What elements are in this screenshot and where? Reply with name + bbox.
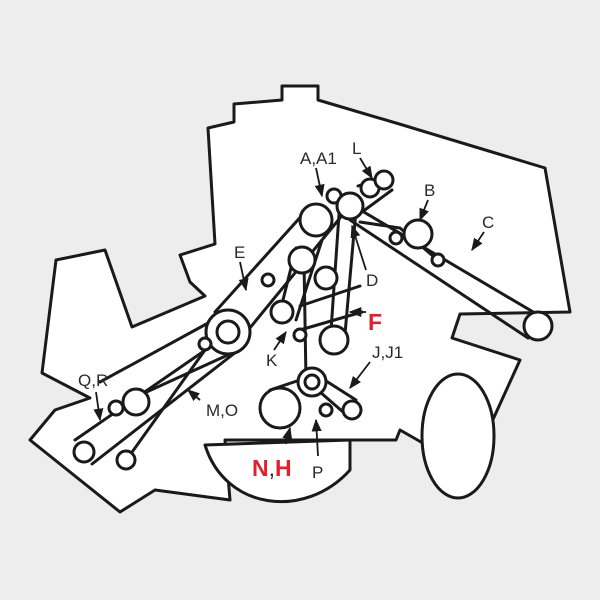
label-j-j1: J,J1	[372, 343, 403, 362]
belt-m-lower	[138, 352, 232, 397]
belt-q-upper	[73, 338, 222, 442]
leader-k	[273, 330, 287, 351]
pulley-e-right	[313, 265, 339, 291]
pulley-l-b	[373, 169, 395, 191]
belt-vertical-left	[302, 260, 308, 382]
label-h: H	[275, 455, 292, 481]
leader-n-h	[282, 426, 293, 445]
pulley-n	[258, 386, 302, 430]
pulleys	[72, 169, 554, 471]
label-a-a1: A,A1	[300, 149, 337, 168]
pulley-f	[318, 324, 350, 356]
pulley-r	[121, 387, 151, 417]
pulley-k	[269, 299, 295, 325]
pulley-c	[522, 310, 554, 342]
leader-d	[350, 224, 367, 271]
label-e: E	[234, 243, 245, 262]
pulley-j-hub	[303, 373, 321, 391]
label-k: K	[266, 351, 278, 370]
leader-p	[311, 418, 322, 457]
leader-lines	[93, 157, 485, 457]
label-m-o: M,O	[206, 401, 238, 420]
pulley-b	[402, 218, 434, 250]
belt-l-lower	[360, 188, 394, 214]
pulley-q	[107, 399, 125, 417]
part-labels: A,A1 L B C E D F K J,J1 Q,R M,O N,H P	[78, 139, 494, 482]
belt-m-short	[123, 348, 207, 464]
pulley-a	[298, 202, 334, 238]
rear-wheel	[420, 372, 496, 500]
label-l: L	[352, 139, 361, 158]
belt-main-lower	[238, 216, 342, 342]
pulley-e-small	[260, 272, 276, 288]
belt-main-upper	[213, 210, 307, 314]
pulley-d-top	[335, 191, 365, 221]
leader-m-o	[187, 389, 201, 402]
belt-m-upper	[98, 320, 212, 384]
leader-e	[238, 261, 249, 292]
label-f: F	[368, 309, 382, 335]
pulley-main-hub	[215, 319, 241, 345]
leader-b	[419, 199, 429, 222]
leader-q-r	[93, 391, 104, 422]
pulley-m-lower	[72, 440, 96, 464]
leader-c	[471, 231, 485, 252]
belt-b	[358, 220, 442, 264]
belt-upper-long	[350, 203, 542, 318]
leader-j-j1	[349, 361, 371, 389]
pulley-k-small	[292, 327, 308, 343]
label-n: N	[252, 455, 269, 481]
front-wheel	[203, 438, 352, 504]
label-b: B	[424, 181, 435, 200]
pulley-c-idler	[430, 252, 446, 268]
label-d: D	[366, 271, 378, 290]
label-q-r: Q,R	[78, 371, 108, 390]
leader-l	[359, 157, 373, 180]
pulley-main-idler	[197, 336, 213, 352]
pulley-j1	[341, 399, 363, 421]
label-p: P	[312, 463, 323, 482]
label-n-h: N,H	[252, 455, 292, 481]
pulley-b-idler	[388, 230, 404, 246]
belt-upper-long-lower	[348, 218, 530, 340]
leader-a-a1	[314, 167, 325, 198]
pulley-o	[115, 449, 137, 471]
label-comma: ,	[269, 455, 275, 481]
pulley-e	[287, 245, 317, 275]
label-c: C	[482, 213, 494, 232]
pulley-p	[318, 402, 334, 418]
